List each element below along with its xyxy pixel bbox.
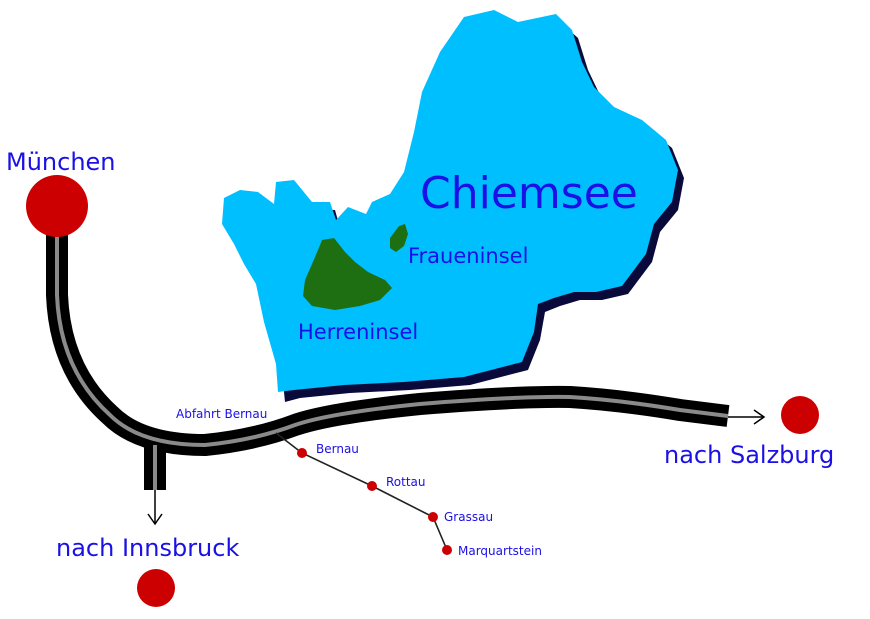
stop-dot-grassau — [428, 512, 438, 522]
arrow-down-icon — [147, 513, 163, 526]
stop-label-grassau: Grassau — [444, 510, 493, 524]
lake-label: Chiemsee — [420, 168, 638, 219]
stop-dot-rottau — [367, 481, 377, 491]
city-label-muenchen: München — [6, 148, 116, 176]
stop-label-marquartstein: Marquartstein — [458, 544, 542, 558]
island-herreninsel — [303, 238, 392, 310]
stop-dot-marquartstein — [442, 545, 452, 555]
city-dot-salzburg — [781, 396, 819, 434]
stop-dot-bernau — [297, 448, 307, 458]
island-label-herreninsel: Herreninsel — [298, 320, 418, 344]
stop-label-rottau: Rottau — [386, 475, 426, 489]
stop-label-bernau: Bernau — [316, 442, 359, 456]
city-label-salzburg: nach Salzburg — [664, 441, 834, 469]
motorway-centerline — [55, 232, 729, 448]
exit-label: Abfahrt Bernau — [176, 407, 267, 421]
arrow-right-icon — [753, 409, 766, 425]
island-fraueninsel — [390, 224, 408, 252]
city-dot-innsbruck — [137, 569, 175, 607]
city-label-innsbruck: nach Innsbruck — [56, 534, 239, 562]
city-dot-muenchen — [26, 175, 88, 237]
island-label-fraueninsel: Fraueninsel — [408, 244, 528, 268]
